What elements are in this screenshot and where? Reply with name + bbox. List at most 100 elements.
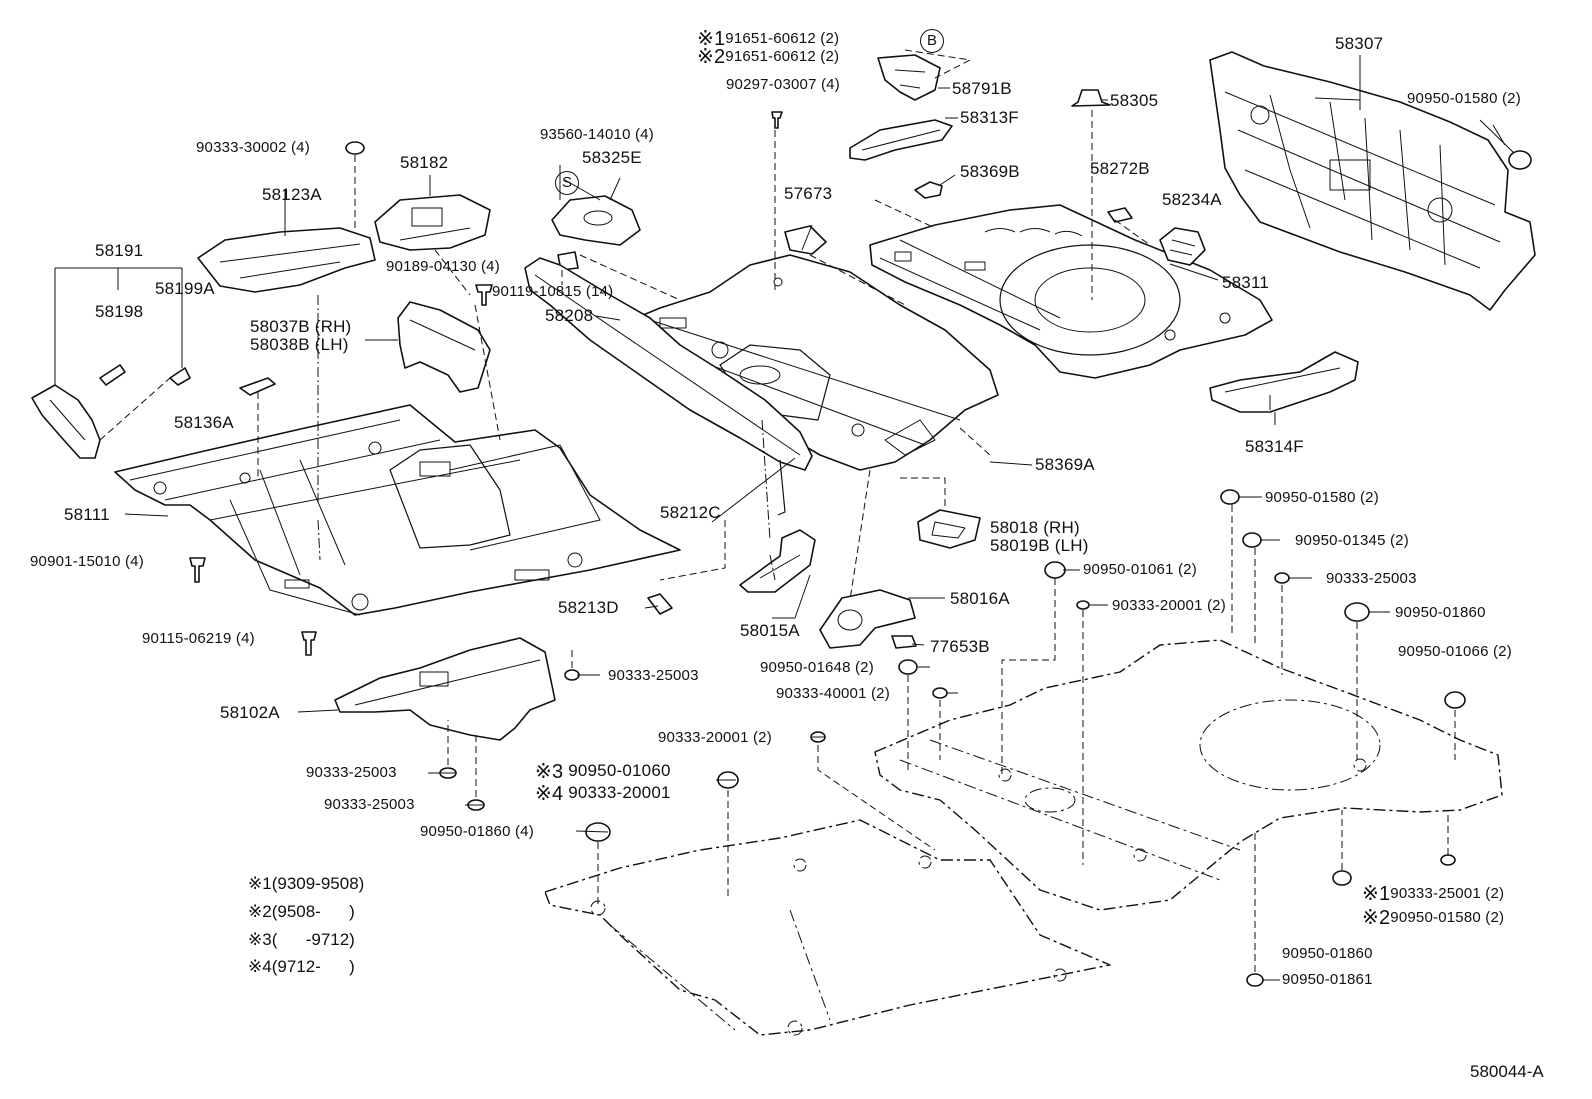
label-58314F: 58314F xyxy=(1245,437,1304,456)
label-58038B: 58038B (LH) xyxy=(250,335,349,354)
part-number: 90333-20001 xyxy=(568,783,671,802)
note-range: (9309-9508) xyxy=(271,874,365,893)
label-90901-15010: 90901-15010 (4) xyxy=(30,553,144,570)
diagram-code: 580044-A xyxy=(1470,1062,1544,1081)
label-58018: 58018 (RH) xyxy=(990,518,1080,537)
label-58102A: 58102A xyxy=(220,703,280,722)
label-58015A: 58015A xyxy=(740,621,800,640)
bracket-58191 xyxy=(31,384,101,459)
label-90333-20001-note4: ※4 90333-20001 xyxy=(535,783,671,804)
label-90950-01580-note2: ※290950-01580 (2) xyxy=(1362,908,1504,928)
label-58791B: 58791B xyxy=(952,79,1012,98)
label-58182: 58182 xyxy=(400,153,449,172)
bracket-58305 xyxy=(1071,89,1111,107)
plate-58018 xyxy=(917,509,981,549)
label-58311: 58311 xyxy=(1222,273,1270,292)
piece-58213D xyxy=(647,593,673,615)
label-58369B: 58369B xyxy=(960,162,1020,181)
label-90950-01066: 90950-01066 (2) xyxy=(1398,643,1512,660)
note-mark: ※4 xyxy=(535,783,564,805)
label-58198: 58198 xyxy=(95,302,144,321)
note-range: ( -9712) xyxy=(271,930,355,949)
label-90115-06219: 90115-06219 (4) xyxy=(142,630,255,647)
label-93560-14010: 93560-14010 (4) xyxy=(540,126,654,143)
label-90333-30002: 90333-30002 (4) xyxy=(196,139,310,156)
marker-circle-s: S xyxy=(555,171,579,195)
label-90297-03007: 90297-03007 (4) xyxy=(726,76,840,93)
label-58212C: 58212C xyxy=(660,503,721,522)
bracket-58313F xyxy=(849,119,953,161)
label-58208: 58208 xyxy=(545,306,594,325)
label-58136A: 58136A xyxy=(174,413,234,432)
note-mark: ※1 xyxy=(697,28,726,50)
label-90950-01860-right: 90950-01860 xyxy=(1395,604,1486,621)
label-91651-60612-note1: ※191651-60612 (2) xyxy=(697,29,839,49)
label-90333-40001: 90333-40001 (2) xyxy=(776,685,890,702)
bracket-58037B xyxy=(397,301,491,393)
label-58313F: 58313F xyxy=(960,108,1019,127)
side-member-58212C xyxy=(524,257,813,516)
label-58213D: 58213D xyxy=(558,598,619,617)
marker-circle-b: B xyxy=(920,29,944,53)
label-90189-04130: 90189-04130 (4) xyxy=(386,258,500,275)
label-90333-25003-b: 90333-25003 xyxy=(306,764,397,781)
label-58123A: 58123A xyxy=(262,185,322,204)
note-mark: ※2 xyxy=(697,46,726,68)
bracket-58234A xyxy=(1159,227,1206,266)
label-58199A: 58199A xyxy=(155,279,215,298)
label-90950-01648: 90950-01648 (2) xyxy=(760,659,874,676)
label-58307: 58307 xyxy=(1335,34,1384,53)
lower-floor-right xyxy=(874,639,1503,911)
reinforcement-58123A xyxy=(197,227,376,293)
part-number: 90333-25001 (2) xyxy=(1390,885,1505,902)
bracket-58791B xyxy=(877,54,941,101)
note-4: ※4(9712- ) xyxy=(248,957,355,977)
part-number: 90950-01580 (2) xyxy=(1390,909,1505,926)
plug-set xyxy=(345,141,1501,987)
note-mark: ※4 xyxy=(248,957,272,976)
bolt-58198 xyxy=(99,364,126,386)
label-57673: 57673 xyxy=(784,184,833,203)
label-58016A: 58016A xyxy=(950,589,1010,608)
grommet-90950-01580 xyxy=(1479,119,1532,170)
leader-lines xyxy=(99,49,1456,972)
label-91651-60612-note2: ※291651-60612 (2) xyxy=(697,47,839,67)
part-number: 90950-01060 xyxy=(568,761,671,780)
note-mark: ※2 xyxy=(1362,907,1391,929)
label-90333-25001-note1: ※190333-25001 (2) xyxy=(1362,884,1504,904)
label-90950-01061: 90950-01061 (2) xyxy=(1083,561,1197,578)
bracket-58272B xyxy=(1107,207,1133,223)
label-58325E: 58325E xyxy=(582,148,642,167)
note-1: ※1(9309-9508) xyxy=(248,874,364,894)
piece-58015A xyxy=(739,529,816,593)
label-90333-20001-right: 90333-20001 (2) xyxy=(1112,597,1226,614)
label-90333-25003-right: 90333-25003 xyxy=(1326,570,1417,587)
bolt-58199A xyxy=(169,367,191,386)
label-58369A: 58369A xyxy=(1035,455,1095,474)
label-90950-01860-left: 90950-01860 (4) xyxy=(420,823,534,840)
label-90950-01861: 90950-01861 xyxy=(1282,971,1373,988)
label-58019B: 58019B (LH) xyxy=(990,536,1089,555)
label-90119-10815: 90119-10815 (14) xyxy=(492,283,614,300)
part-58102A xyxy=(334,637,556,741)
label-58305: 58305 xyxy=(1110,91,1159,110)
label-90950-01580-mid: 90950-01580 (2) xyxy=(1265,489,1379,506)
note-mark: ※2 xyxy=(248,902,272,921)
note-3: ※3( -9712) xyxy=(248,930,355,950)
rear-panel-58307 xyxy=(1209,51,1536,311)
note-mark: ※3 xyxy=(535,761,564,783)
bracket-58325E xyxy=(551,195,641,246)
label-58234A: 58234A xyxy=(1162,190,1222,209)
bracket-58136A xyxy=(239,377,276,396)
bracket-58369B xyxy=(914,181,943,199)
clip-77653B xyxy=(891,635,917,649)
label-90333-25003-c: 90333-25003 xyxy=(324,796,415,813)
part-58182 xyxy=(374,194,491,251)
note-mark: ※1 xyxy=(1362,883,1391,905)
note-mark: ※3 xyxy=(248,930,272,949)
note-2: ※2(9508- ) xyxy=(248,902,355,922)
label-90950-01345: 90950-01345 (2) xyxy=(1295,532,1409,549)
part-number: 91651-60612 (2) xyxy=(725,30,840,47)
lower-floor-left xyxy=(544,819,1111,1036)
